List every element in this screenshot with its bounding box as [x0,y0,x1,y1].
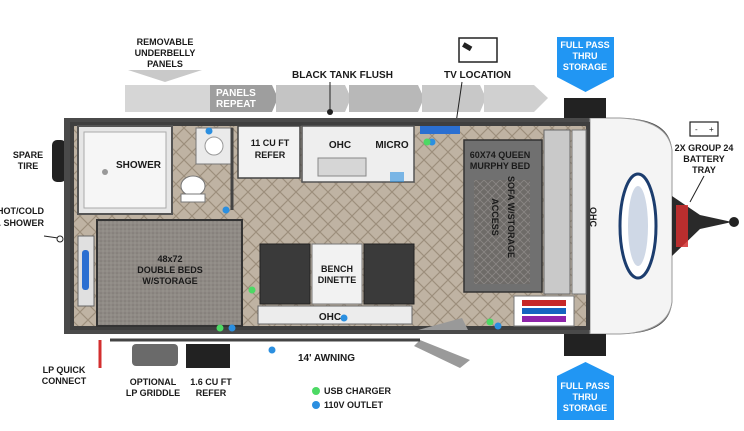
full-pass-bottom-line2: THRU [573,392,598,402]
full-pass-arrow-top [557,37,614,92]
battery-line2: BATTERY [683,154,725,164]
dinette-bench-left [259,243,311,305]
bench-dinette-line1: BENCH [321,264,353,274]
griddle-line2: LP GRIDDLE [126,388,180,398]
exterior-refer [186,344,230,368]
full-pass-top-line3: STORAGE [563,62,607,72]
lp-quick-line2: CONNECT [42,376,87,386]
refer-11-line2: REFER [255,150,286,160]
griddle-line1: OPTIONAL [130,377,177,387]
refer-11 [237,125,301,179]
svg-text:+: + [709,125,714,134]
shower-label: SHOWER [116,160,162,171]
removable-underbelly-line1: REMOVABLE [137,37,194,47]
murphy-line2: MURPHY BED [470,161,531,171]
micro-label: MICRO [375,140,409,151]
spare-tire-line1: SPARE [13,150,43,160]
double-beds-line1: 48x72 [157,254,182,264]
refer-11-line1: 11 CU FT [251,138,290,148]
usb-markers [216,138,494,332]
panels-repeat-line2: REPEAT [216,99,256,110]
refer16-line2: REFER [196,388,227,398]
full-pass-top-line1: FULL PASS [560,40,609,50]
full-pass-arrow-bottom [557,362,614,420]
full-pass-bottom-line1: FULL PASS [560,381,609,391]
legend-outlet-label: 110V OUTLET [324,400,384,410]
bench-dinette-line2: DINETTE [318,275,357,285]
double-beds [96,219,243,327]
wheel-top [564,98,606,118]
panels-repeat-line1: PANELS [216,88,256,99]
wheel-bottom [564,334,606,356]
murphy-line1: 60X74 QUEEN [470,150,531,160]
sofa-line2: ACCESS [490,198,500,236]
dinette-table [311,243,363,305]
awning-label: 14' AWNING [298,353,355,364]
spare-tire-line2: TIRE [18,161,39,171]
spare-tire [52,140,66,182]
outlet-markers [205,127,502,354]
hot-cold-line2: EXT. SHOWER [0,218,44,228]
lp-quick-line1: LP QUICK [43,365,86,375]
black-tank-flush-label: BLACK TANK FLUSH [292,70,393,81]
double-beds-line2: DOUBLE BEDS [137,265,203,275]
full-pass-top-line2: THRU [573,51,598,61]
entry-steps [418,318,468,330]
legend-outlet-dot [312,401,320,409]
ohc-top-label: OHC [329,140,351,151]
tv-location-label: TV LOCATION [444,70,511,81]
removable-underbelly-line3: PANELS [147,59,183,69]
legend-usb-label: USB CHARGER [324,386,392,396]
battery-line3: TRAY [692,165,716,175]
battery-icon: - + [689,121,719,137]
legend-usb-dot [312,387,320,395]
tv-icon [458,37,498,63]
toilet [180,175,206,197]
double-beds-line3: W/STORAGE [142,276,197,286]
refer16-line1: 1.6 CU FT [190,377,232,387]
battery-line1: 2X GROUP 24 [675,143,734,153]
underbelly-arrow [128,70,202,82]
underbelly-panels [125,85,548,112]
logo-graphic [618,172,658,280]
lp-griddle [132,344,178,366]
sofa-line1: SOFA W/STORAGE [506,176,516,258]
hot-cold-line1: HOT/COLD [0,206,44,216]
ohc-front-label: OHC [588,207,598,228]
dinette-bench-right [363,243,415,305]
removable-underbelly-line2: UNDERBELLY [135,48,196,58]
ohc-bottom-label: OHC [319,312,341,323]
svg-text:-: - [695,125,698,134]
full-pass-bottom-line3: STORAGE [563,403,607,413]
